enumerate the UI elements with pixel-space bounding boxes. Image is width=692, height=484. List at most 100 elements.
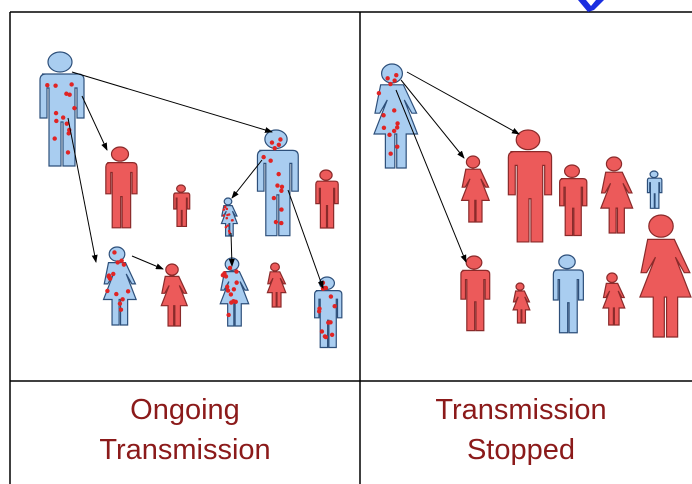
- right-red-girl-2: [602, 272, 626, 326]
- infection-dot: [224, 284, 230, 289]
- infection-dot: [52, 136, 57, 141]
- infection-dot: [376, 90, 382, 96]
- infection-dot: [45, 83, 50, 88]
- infection-dot: [268, 158, 273, 163]
- infection-dot: [279, 207, 284, 212]
- infection-dot: [229, 300, 234, 305]
- infection-dot: [395, 144, 400, 149]
- infection-dot: [226, 224, 230, 227]
- arrow-rs-to-red-woman: [400, 79, 465, 159]
- infection-dot: [279, 188, 284, 194]
- arrow-rs-to-red-man-3: [395, 89, 467, 263]
- infection-dot: [120, 297, 125, 302]
- infection-dot: [121, 262, 127, 267]
- infection-dot: [111, 271, 116, 277]
- infection-dot: [273, 219, 279, 225]
- left-red-girl-small: [266, 262, 287, 308]
- infection-dot: [227, 265, 233, 271]
- right-blue-man-small: [646, 170, 663, 209]
- infection-dot: [125, 289, 131, 294]
- infection-dot: [69, 82, 74, 87]
- infection-dot: [227, 229, 231, 233]
- infection-dot: [226, 213, 229, 217]
- arrow-large-man-to-small-man: [287, 189, 324, 289]
- caption-transmission-stopped: Transmission Stopped: [351, 390, 691, 470]
- infection-dot: [387, 132, 392, 138]
- right-red-woman-2: [600, 156, 634, 234]
- infection-dot: [319, 329, 325, 334]
- infection-dot: [394, 125, 400, 130]
- infection-dot: [224, 225, 228, 229]
- right-blue-man: [552, 254, 584, 334]
- infection-dot: [278, 137, 283, 142]
- infection-dot: [381, 113, 386, 118]
- infection-dot: [225, 288, 231, 293]
- infection-dot: [60, 115, 66, 120]
- infection-dot: [225, 207, 229, 211]
- caption-ongoing-line-1: Ongoing: [130, 394, 240, 426]
- left-red-man-small: [173, 184, 191, 228]
- infection-dot: [106, 273, 112, 278]
- caption-stopped-line-2: Stopped: [466, 434, 576, 466]
- infection-dot: [385, 76, 390, 81]
- infection-dot: [272, 145, 277, 151]
- caption-ongoing-line-2: Transmission: [99, 434, 271, 466]
- infection-dot: [118, 307, 124, 312]
- infection-dot: [222, 214, 226, 217]
- infection-dot: [323, 285, 329, 291]
- left-red-man-right: [315, 169, 339, 229]
- infection-dot: [234, 269, 239, 274]
- arrow-source-to-infected-woman: [67, 117, 98, 263]
- left-source-person: [39, 51, 85, 167]
- arrows-layer: [67, 71, 520, 289]
- figures-layer: [39, 51, 692, 349]
- left-infected-girl: [220, 197, 238, 237]
- infection-dot: [115, 260, 120, 265]
- left-red-girl: [160, 263, 188, 327]
- infection-dot: [66, 131, 71, 136]
- infection-dot: [332, 304, 337, 309]
- infection-dot: [271, 195, 277, 201]
- right-red-woman-1: [461, 155, 490, 223]
- title-fragment: [578, 0, 604, 12]
- infection-dot: [269, 140, 275, 145]
- arrow-rs-to-red-man-large: [406, 71, 520, 135]
- right-red-man-2: [559, 164, 588, 237]
- infection-dot: [105, 288, 110, 294]
- infection-dot: [54, 118, 59, 124]
- infection-dot: [276, 142, 282, 147]
- infection-dot: [67, 92, 72, 97]
- left-infected-woman-2: [219, 257, 250, 327]
- infection-dot: [392, 108, 397, 113]
- infection-dot: [391, 128, 397, 134]
- infection-dot: [388, 81, 393, 87]
- left-red-man-1: [105, 146, 138, 229]
- arrow-source-to-red-man: [81, 95, 108, 151]
- infection-dot: [222, 208, 226, 211]
- infection-dot: [328, 294, 334, 299]
- infection-dot: [220, 273, 226, 278]
- infection-dot: [64, 121, 69, 126]
- right-source-woman: [373, 63, 419, 169]
- left-infected-woman: [102, 246, 137, 326]
- right-red-man-3: [460, 255, 491, 332]
- infection-dot: [261, 154, 266, 160]
- arrow-source-to-large-man: [71, 71, 273, 133]
- left-infected-man-large: [256, 129, 299, 237]
- right-red-man-large: [507, 129, 553, 243]
- infection-dot: [228, 292, 234, 297]
- infection-dot: [381, 125, 387, 130]
- infection-dot: [279, 220, 284, 226]
- infection-dot: [65, 150, 71, 155]
- infection-dot: [230, 219, 234, 222]
- infection-dot: [72, 105, 77, 111]
- infection-dot: [388, 151, 393, 156]
- infection-dot: [394, 72, 399, 78]
- arrow-girl-to-woman2: [228, 232, 235, 267]
- caption-stopped-line-1: Transmission: [435, 394, 607, 426]
- infection-dot: [392, 78, 397, 83]
- infection-dot: [226, 312, 231, 318]
- infection-dot: [275, 183, 280, 188]
- left-infected-man-small: [314, 276, 343, 349]
